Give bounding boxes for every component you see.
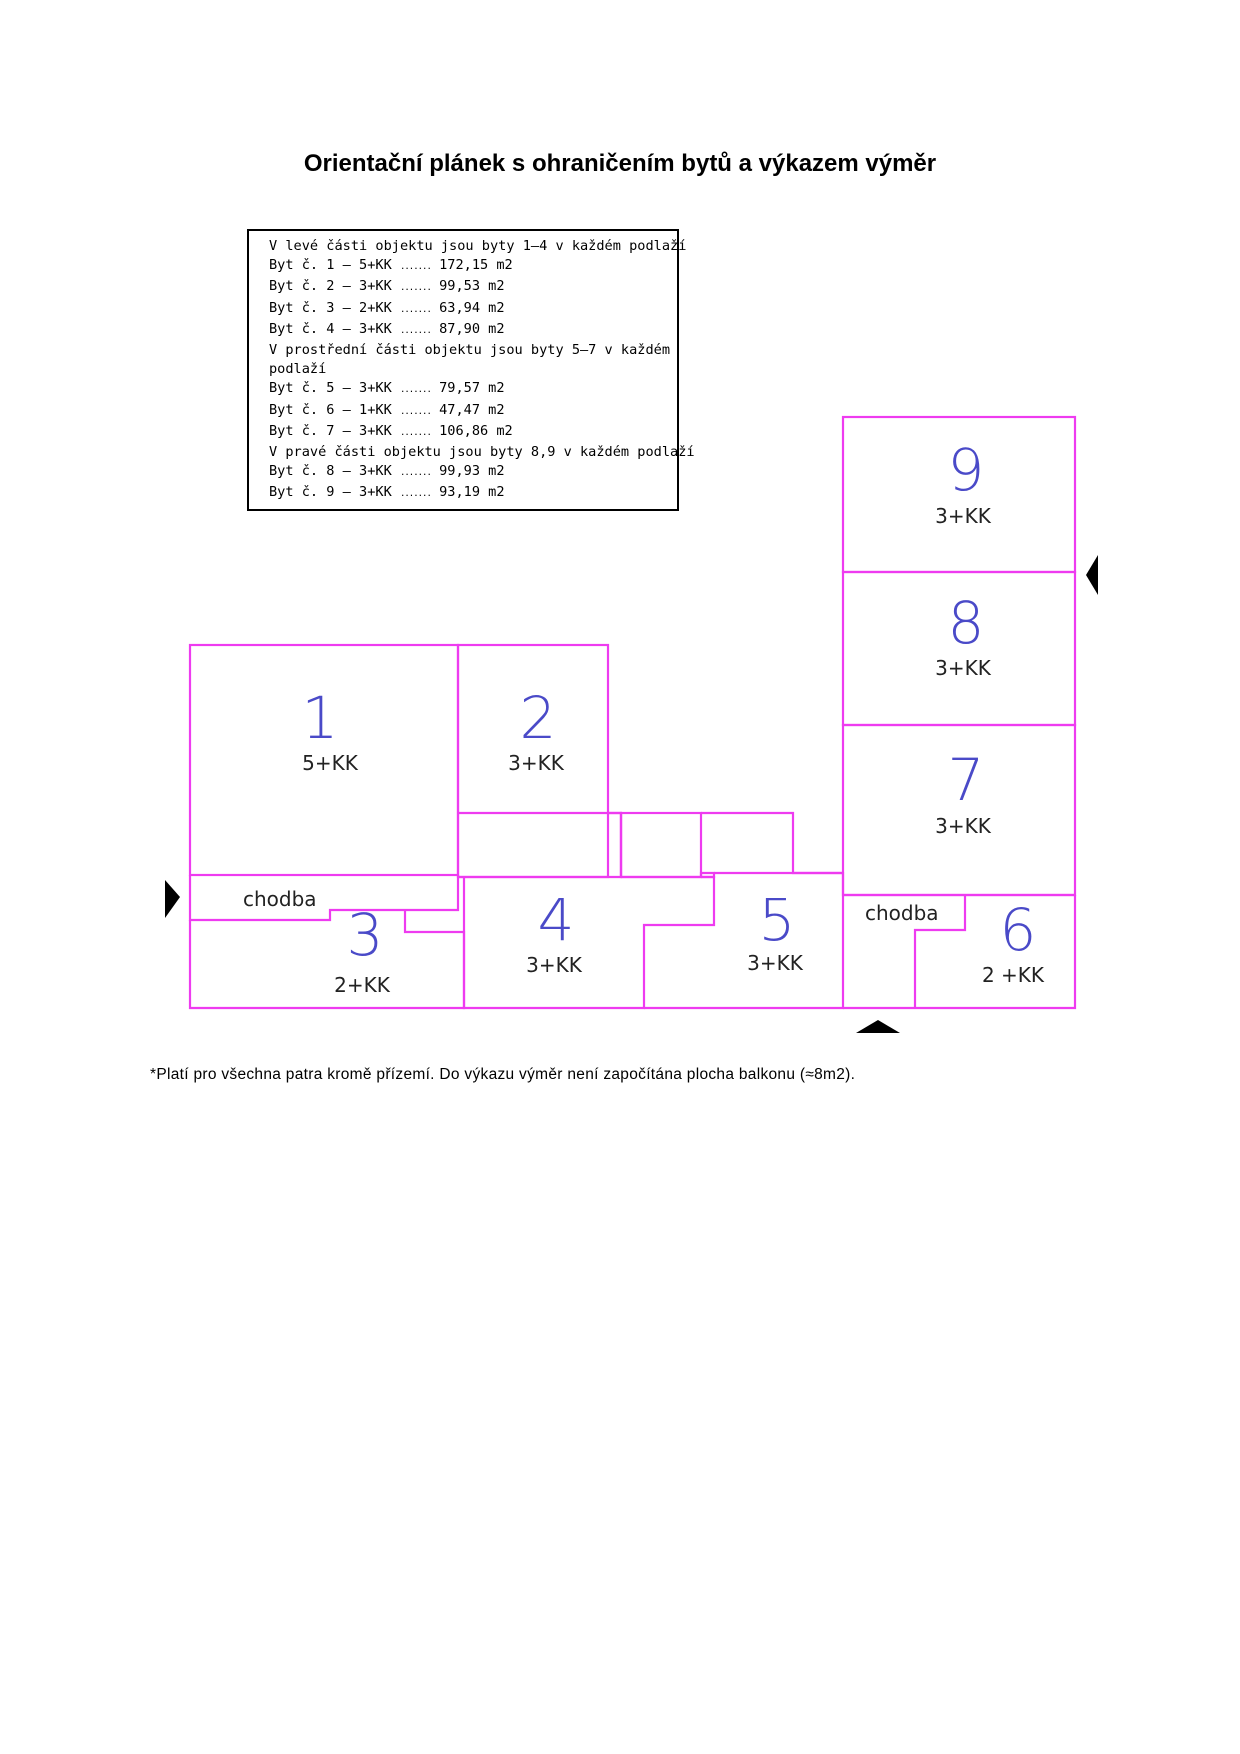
unit-type: 5+KK [302,751,359,775]
legend-line: Byt č. 4 – 3+KK ....... 87,90 m2 [269,320,505,337]
legend-line: Byt č. 2 – 3+KK ....... 99,53 m2 [269,278,505,295]
wall-unit-4-top [458,811,623,879]
legend-line: podlaží [269,361,327,378]
unit-type: 3+KK [526,953,583,977]
unit-type: 2+KK [334,973,391,997]
unit-number: 8 [948,589,985,657]
walls [188,415,1077,1010]
legend-line: Byt č. 1 – 5+KK ....... 172,15 m2 [269,257,513,274]
legend-line: Byt č. 5 – 3+KK ....... 79,57 m2 [269,380,505,397]
wall-unit-5 [644,871,845,1010]
entrance-arrow-right [1086,555,1098,595]
legend-line: V levé části objektu jsou byty 1–4 v kaž… [269,238,687,254]
wall-unit-3 [188,910,466,1010]
wall-unit-9 [841,415,1077,574]
unit-type: 3+KK [935,656,992,680]
wall-hall-c [701,811,843,875]
unit-number: 5 [759,886,796,954]
wall-unit-4 [462,875,716,1010]
unit-number: 3 [347,901,384,969]
wall-hall-a [608,811,623,877]
legend-line: Byt č. 6 – 1+KK ....... 47,47 m2 [269,401,505,418]
legend-line: Byt č. 7 – 3+KK ....... 106,86 m2 [269,422,513,439]
unit-number: 2 [520,684,557,752]
entrance-arrow-left [165,880,180,918]
unit-type: 3+KK [935,504,992,528]
legend-line: V pravé části objektu jsou byty 8,9 v ka… [269,444,695,461]
unit-number: 4 [538,886,575,954]
unit-type: 2 +KK [982,963,1045,987]
legend-line: Byt č. 3 – 2+KK ....... 63,94 m2 [269,299,505,316]
page-title: Orientační plánek s ohraničením bytů a v… [303,150,937,177]
legend-line: Byt č. 9 – 3+KK ....... 93,19 m2 [269,484,505,501]
unit-type: 3+KK [935,814,992,838]
corridor-label-right: chodba [865,901,939,925]
wall-corridor-left [188,875,460,922]
footnote: *Platí pro všechna patra kromě přízemí. … [150,1066,856,1083]
legend-line: Byt č. 8 – 3+KK ....... 99,93 m2 [269,463,505,480]
corridor-label-left: chodba [243,887,317,911]
wall-hall-b [619,811,703,879]
unit-number: 6 [1000,896,1037,964]
wall-unit-6 [913,895,967,1008]
area-legend: V levé části objektu jsou byty 1–4 v kaž… [247,229,695,511]
unit-number: 9 [948,436,985,504]
wall-hall-d [699,871,716,879]
unit-type: 3+KK [508,751,565,775]
entrance-arrow-bottom [856,1020,900,1033]
unit-type: 3+KK [747,951,804,975]
legend-line: V prostřední části objektu jsou byty 5–7… [269,342,671,359]
unit-number: 7 [948,746,985,814]
unit-number: 1 [302,684,339,752]
wall-unit-6-outer [843,895,1077,1010]
